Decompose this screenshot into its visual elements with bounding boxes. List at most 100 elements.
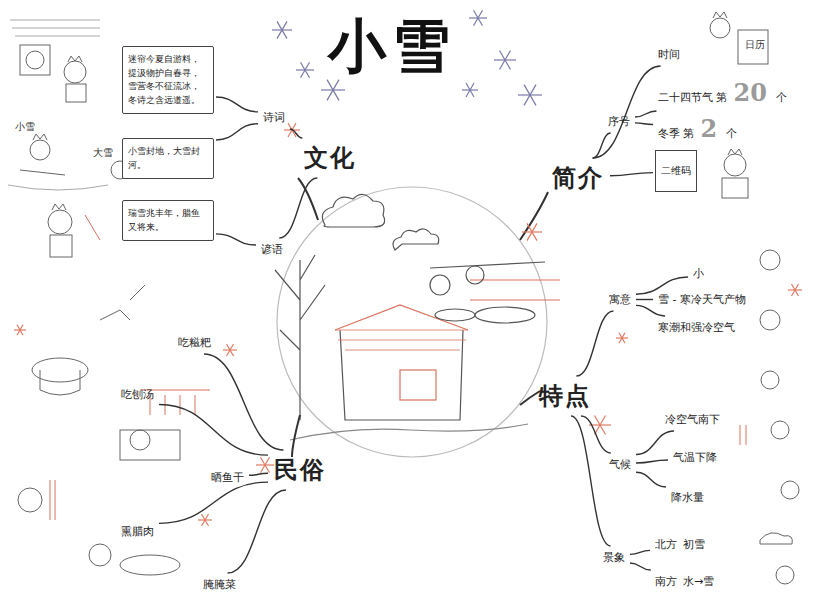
snowflake-arm bbox=[524, 85, 536, 106]
snowflake-arm bbox=[474, 10, 483, 26]
sketch-line bbox=[760, 310, 780, 330]
sketch-line bbox=[18, 488, 42, 512]
snowflake bbox=[788, 284, 802, 296]
sketch-line bbox=[520, 192, 548, 240]
branch-label: 吃刨汤 bbox=[118, 385, 157, 404]
branch-label: 景象 bbox=[600, 548, 628, 567]
sketch-line bbox=[475, 307, 535, 323]
snowflakes bbox=[14, 10, 802, 526]
sketch-line bbox=[435, 309, 475, 321]
sketch-line bbox=[722, 178, 748, 198]
branch-curve bbox=[636, 460, 668, 463]
branch-connector bbox=[636, 460, 668, 463]
node-text: 个 bbox=[776, 91, 787, 104]
branch-label: 冬季 第2个 bbox=[655, 112, 740, 145]
snowflake-arm bbox=[277, 21, 287, 38]
branch-connector bbox=[610, 173, 653, 176]
node-text: 南方 bbox=[655, 575, 677, 588]
sketch-line bbox=[430, 275, 450, 295]
sketch-line bbox=[64, 61, 86, 83]
sketch-line bbox=[740, 425, 746, 445]
snowflake-arm bbox=[327, 80, 339, 101]
node-text: 特点 bbox=[539, 381, 591, 410]
snowflake bbox=[14, 325, 26, 335]
snowflake bbox=[494, 50, 516, 69]
node-text: 初雪 bbox=[683, 538, 705, 551]
branch-curve bbox=[279, 178, 317, 238]
snowflake-arm bbox=[527, 223, 537, 240]
branch-connector bbox=[593, 133, 611, 158]
sketch-line bbox=[52, 204, 66, 210]
sketch-line bbox=[710, 18, 730, 38]
sketch-line bbox=[68, 56, 82, 62]
sketch-line bbox=[30, 140, 50, 160]
branch-curve bbox=[216, 97, 258, 112]
node-text: 序号 bbox=[608, 115, 630, 128]
branch-curve bbox=[635, 123, 653, 125]
cat-label: 大雪 bbox=[92, 146, 114, 160]
node-text: 冷空气南下 bbox=[665, 413, 720, 426]
sketch-line bbox=[275, 255, 325, 420]
node-text: 北方 bbox=[655, 538, 677, 551]
branch-connector bbox=[159, 482, 268, 523]
sketch-line bbox=[771, 421, 789, 439]
sketch-line bbox=[66, 84, 86, 102]
center-scene bbox=[275, 187, 560, 457]
branch-connector bbox=[290, 129, 302, 138]
node-text: 熏腊肉 bbox=[121, 525, 154, 538]
branch-label: 谚语 bbox=[258, 240, 286, 259]
node-text: 小雪封地，大雪封河。 bbox=[128, 146, 200, 170]
snowflake-arm bbox=[595, 415, 606, 434]
sketch-line bbox=[100, 285, 145, 320]
cat-label: 小雪 bbox=[14, 120, 36, 134]
branch-curve bbox=[249, 473, 268, 475]
node-text: 小 bbox=[693, 267, 704, 280]
branch-label: 二十四节气 第20个 bbox=[655, 76, 790, 109]
sketch-line bbox=[33, 134, 47, 140]
node-text: 诗词 bbox=[263, 111, 285, 124]
sketch-line bbox=[40, 370, 80, 395]
snowflake-arm bbox=[524, 85, 536, 106]
sketch-line bbox=[713, 12, 727, 18]
snowflake-arm bbox=[792, 284, 799, 296]
branch-label: 小 bbox=[690, 264, 707, 283]
snowflake-arm bbox=[500, 50, 511, 69]
branch-curve bbox=[159, 482, 268, 523]
snowflake bbox=[223, 344, 237, 356]
branch-connector bbox=[636, 299, 653, 300]
branch-curve bbox=[630, 550, 650, 554]
branch-curve bbox=[635, 111, 656, 117]
branch-connector bbox=[204, 354, 283, 450]
branch-connector bbox=[636, 277, 688, 294]
branch-label: 气候 bbox=[606, 455, 634, 474]
main-branches bbox=[292, 178, 548, 457]
branch-curve bbox=[204, 354, 283, 450]
branch-label: 腌腌菜 bbox=[200, 575, 239, 594]
sketch-line bbox=[89, 544, 111, 566]
sketch-line bbox=[724, 154, 746, 176]
branch-label: 吃糍粑 bbox=[175, 333, 214, 352]
snowflake-arm bbox=[17, 325, 23, 335]
branch-label: 寓意 bbox=[606, 290, 634, 309]
branch-connector bbox=[228, 490, 286, 573]
snowflake-arm bbox=[202, 514, 209, 526]
branch-curve bbox=[593, 133, 611, 158]
branch-connector bbox=[630, 550, 650, 554]
snowflake-arm bbox=[466, 83, 474, 97]
sketch-line bbox=[120, 430, 180, 460]
snowflake bbox=[469, 10, 487, 26]
branch-curve bbox=[636, 299, 653, 300]
node-text: 简介 bbox=[552, 163, 604, 192]
node-text: 谚语 bbox=[261, 243, 283, 256]
ordinal-number: 20 bbox=[734, 78, 767, 107]
branch-connector bbox=[635, 111, 656, 117]
branch-curve bbox=[636, 472, 666, 487]
snowflake-arm bbox=[466, 83, 474, 97]
node-text: 景象 bbox=[603, 551, 625, 564]
node-text: 气候 bbox=[609, 458, 631, 471]
sketch-line bbox=[393, 229, 439, 250]
snowflake bbox=[518, 85, 542, 106]
proverb-scroll: 瑞雪兆丰年，腊鱼又将来。 bbox=[122, 200, 214, 241]
branch-connector bbox=[159, 404, 268, 455]
sketch-line bbox=[20, 170, 65, 175]
